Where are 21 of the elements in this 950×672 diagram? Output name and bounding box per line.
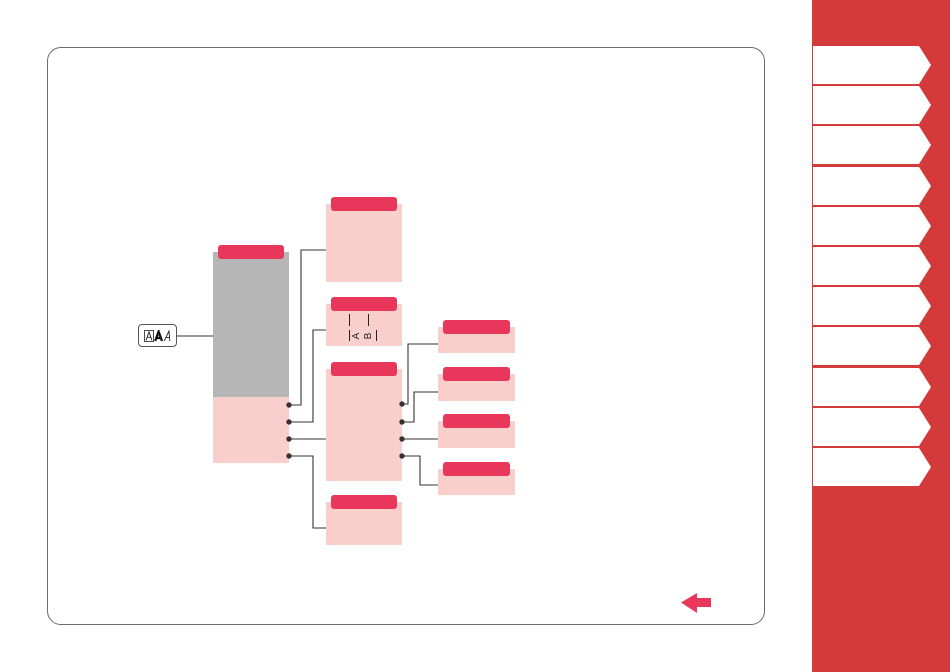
option-card	[326, 197, 402, 282]
option-card	[438, 462, 515, 495]
letter-label: A	[352, 332, 362, 340]
font-style-button	[138, 324, 177, 347]
option-card	[438, 367, 515, 401]
option-card	[438, 414, 515, 448]
option-card	[438, 320, 515, 353]
connector-line	[286, 329, 326, 425]
connector-line	[286, 249, 326, 408]
connector-line	[399, 436, 438, 442]
connector-line	[399, 343, 438, 407]
option-card	[326, 495, 402, 545]
connector-line	[399, 453, 438, 486]
letter-label: B	[364, 332, 374, 340]
connector-line	[286, 436, 326, 442]
connector-line	[286, 453, 326, 529]
connector-line	[399, 391, 438, 425]
connector-line	[177, 335, 213, 337]
option-card	[326, 297, 402, 346]
option-card	[326, 362, 402, 481]
settings-panel	[213, 245, 289, 463]
